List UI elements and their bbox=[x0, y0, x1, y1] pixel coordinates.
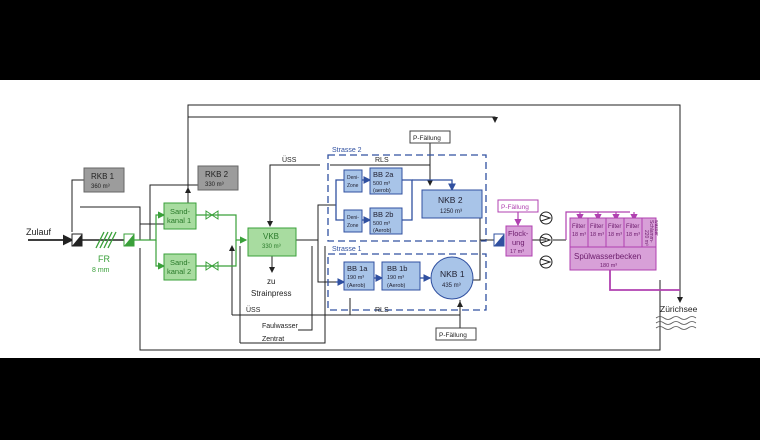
sandkanal-1-label-b: kanal 1 bbox=[167, 216, 191, 225]
bb-1a-volume: 190 m³ bbox=[347, 275, 364, 281]
deni-zone-2b-box bbox=[343, 209, 363, 233]
sandkanal-1-label-a: Sand- bbox=[170, 207, 191, 216]
p-faellung-flock-box bbox=[497, 199, 539, 213]
sandkanal-2-label-b: kanal 2 bbox=[167, 267, 191, 276]
bb-2b-type: (Aerob) bbox=[373, 228, 392, 234]
zuerichsee-label: Zürichsee bbox=[660, 304, 698, 314]
strasse-1-frame bbox=[327, 253, 487, 311]
green-gate-icon bbox=[123, 233, 135, 247]
vkb-label: VKB bbox=[263, 232, 279, 241]
filter-3-volume: 18 m³ bbox=[608, 232, 622, 238]
filter-1-label: Filter bbox=[572, 224, 585, 230]
sandkanal-1-box bbox=[163, 202, 197, 230]
bb-1b-box bbox=[381, 261, 421, 291]
nkb-1-volume: 435 m³ bbox=[442, 283, 461, 289]
p-faellung-bottom-label: P-Fällung bbox=[439, 332, 467, 339]
water-waves-icon bbox=[655, 316, 697, 330]
p-faellung-flock-label: P-Fällung bbox=[501, 204, 529, 211]
fr-size-label: 8 mm bbox=[92, 267, 110, 274]
bb-1a-type: (Aerob) bbox=[347, 283, 366, 289]
nkb-2-label: NKB 2 bbox=[438, 195, 463, 205]
flockung-label-b: ung bbox=[512, 238, 525, 247]
schlammwasser-label: Schlamm- bbox=[648, 220, 654, 243]
rls-top-label: RLS bbox=[375, 157, 389, 164]
filter-4-label: Filter bbox=[626, 224, 639, 230]
zu-label: zu bbox=[267, 277, 275, 286]
spuelwasserbecken-label: Spülwasserbecken bbox=[574, 252, 641, 261]
bb-1b-type: (Aerob) bbox=[387, 283, 406, 289]
inlet-gate-icon bbox=[71, 233, 83, 247]
bb-2b-box bbox=[369, 207, 403, 235]
filter-cells bbox=[570, 218, 656, 248]
p-faellung-bottom-box bbox=[435, 327, 477, 341]
flockung-volume: 17 m³ bbox=[510, 249, 524, 255]
flockung-label-a: Flock- bbox=[508, 229, 529, 238]
process-lines bbox=[28, 104, 683, 351]
fr-label: FR bbox=[98, 254, 110, 264]
filter-2-label: Filter bbox=[590, 224, 603, 230]
fine-screen-icon bbox=[95, 231, 117, 249]
bb-1b-volume: 190 m³ bbox=[387, 275, 404, 281]
strasse-2-label: Strasse 2 bbox=[332, 147, 362, 154]
strasse-2-frame bbox=[327, 154, 487, 242]
nkb-2-volume: 1250 m³ bbox=[440, 209, 462, 215]
schlammwasser-label-2: wasser bbox=[653, 220, 659, 236]
green-valve-icon bbox=[205, 210, 219, 271]
bb-2a-box bbox=[369, 167, 403, 195]
bb-1a-label: BB 1a bbox=[347, 264, 368, 273]
blue-lines bbox=[335, 176, 456, 286]
rkb1-volume: 360 m³ bbox=[91, 184, 110, 190]
filter-3-label: Filter bbox=[608, 224, 621, 230]
deni-zone-2b-label-a: Deni- bbox=[347, 215, 359, 221]
zulauf-label: Zulauf bbox=[26, 227, 52, 237]
strainpress-label: Strainpress bbox=[251, 289, 291, 298]
purple-lines bbox=[514, 211, 680, 291]
bb-2b-label: BB 2b bbox=[373, 210, 393, 219]
nkb-1-label: NKB 1 bbox=[440, 269, 465, 279]
blue-gate-icon bbox=[493, 233, 505, 247]
rkb1-box bbox=[83, 167, 125, 193]
deni-zone-2b-label-b: Zone bbox=[347, 223, 359, 229]
flockung-box bbox=[505, 225, 533, 257]
schlammwasser-label-group: Schlamm- wasser 220 m³ bbox=[643, 220, 659, 246]
p-faellung-top-box bbox=[409, 130, 451, 144]
bb-2a-label: BB 2a bbox=[373, 170, 394, 179]
p-faellung-top-label: P-Fällung bbox=[413, 135, 441, 142]
schlammwasser-volume: 220 m³ bbox=[643, 230, 649, 246]
deni-zone-2a-box bbox=[343, 169, 363, 193]
filter-1-volume: 18 m³ bbox=[572, 232, 586, 238]
rkb2-label: RKB 2 bbox=[205, 170, 229, 179]
vkb-volume: 330 m³ bbox=[262, 244, 281, 250]
vkb-box bbox=[247, 227, 297, 257]
rkb1-label: RKB 1 bbox=[91, 172, 115, 181]
bb-2a-volume: 500 m³ bbox=[373, 181, 390, 187]
rls-bottom-label: RLS bbox=[375, 307, 389, 314]
rkb2-volume: 330 m³ bbox=[205, 182, 224, 188]
spuelwasserbecken-volume: 180 m³ bbox=[600, 263, 617, 269]
deni-zone-2a-label-a: Deni- bbox=[347, 175, 359, 181]
bb-2a-type: (aerob) bbox=[373, 188, 391, 194]
deni-zone-2a-label-b: Zone bbox=[347, 183, 359, 189]
strasse-1-label: Strasse 1 bbox=[332, 246, 362, 253]
filter-2-volume: 18 m³ bbox=[590, 232, 604, 238]
filter-4-volume: 18 m³ bbox=[626, 232, 640, 238]
sandkanal-2-label-a: Sand- bbox=[170, 258, 191, 267]
uess-top-label: ÜSS bbox=[282, 156, 297, 164]
rkb2-box bbox=[197, 165, 239, 191]
uess-bottom-label: ÜSS bbox=[246, 306, 261, 314]
sandkanal-2-box bbox=[163, 253, 197, 281]
nkb-1-circle bbox=[430, 256, 474, 300]
nkb-2-box bbox=[421, 189, 483, 219]
faulwasser-label: Faulwasser bbox=[262, 323, 298, 330]
pump-icon bbox=[539, 211, 553, 269]
bb-1b-label: BB 1b bbox=[387, 264, 407, 273]
bb-2b-volume: 500 m³ bbox=[373, 221, 390, 227]
bb-1a-box bbox=[343, 261, 375, 291]
zentrat-label: Zentrat bbox=[262, 336, 284, 343]
